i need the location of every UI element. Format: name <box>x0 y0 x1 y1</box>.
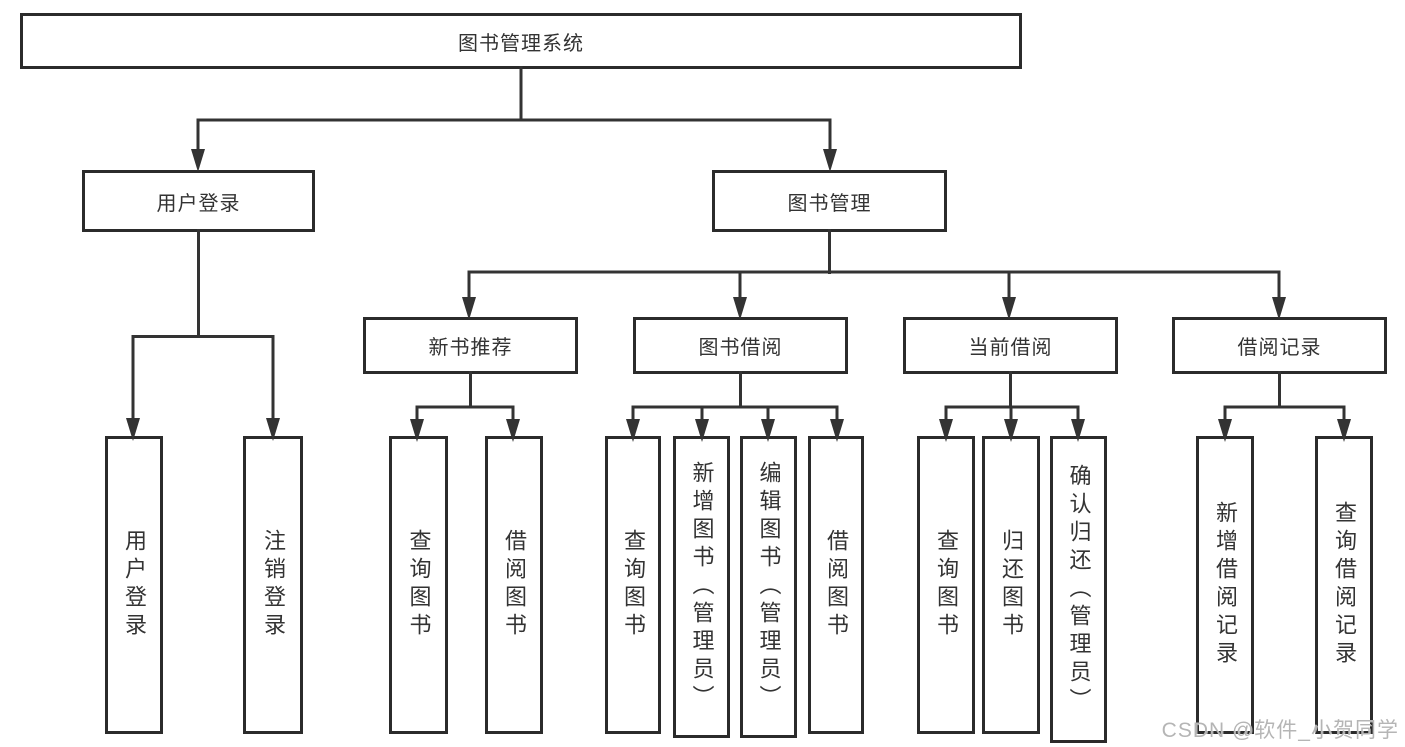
leaf-logout-label: 注销登录 <box>261 529 286 641</box>
node-root-label: 图书管理系统 <box>458 32 584 55</box>
node-user-login-label: 用户登录 <box>156 192 241 215</box>
leaf-query-books-recommend: 查询图书 <box>389 436 448 734</box>
leaf-confirm-return-admin: 确认归还（管理员） <box>1050 436 1107 743</box>
leaf-query-books-borrowing-label: 查询图书 <box>621 529 646 641</box>
arrow-down-icon <box>823 149 837 172</box>
leaf-logout: 注销登录 <box>243 436 303 734</box>
leaf-edit-books-admin-label: 编辑图书（管理员） <box>756 461 782 713</box>
leaf-borrow-books-recommend-label: 借阅图书 <box>502 529 527 641</box>
leaf-confirm-return-admin-label: 确认归还（管理员） <box>1066 463 1092 716</box>
node-new-book-recommend-label: 新书推荐 <box>428 337 513 359</box>
leaf-query-borrow-record-label: 查询借阅记录 <box>1332 501 1357 669</box>
leaf-query-books-current: 查询图书 <box>917 436 975 734</box>
leaf-query-borrow-record: 查询借阅记录 <box>1315 436 1373 734</box>
arrow-down-icon <box>191 149 205 172</box>
node-book-management-label: 图书管理 <box>787 192 872 215</box>
leaf-query-books-borrowing: 查询图书 <box>605 436 661 734</box>
node-user-login: 用户登录 <box>82 170 315 232</box>
node-root: 图书管理系统 <box>20 13 1022 69</box>
node-current-borrowing: 当前借阅 <box>903 317 1118 374</box>
node-new-book-recommend: 新书推荐 <box>363 317 578 374</box>
node-book-borrowing-label: 图书借阅 <box>698 337 783 359</box>
leaf-user-login-label: 用户登录 <box>122 529 147 641</box>
leaf-borrow-books-recommend: 借阅图书 <box>485 436 543 734</box>
leaf-add-borrow-record: 新增借阅记录 <box>1196 436 1254 734</box>
node-borrowing-records: 借阅记录 <box>1172 317 1387 374</box>
leaf-return-books-label: 归还图书 <box>999 529 1024 641</box>
node-borrowing-records-label: 借阅记录 <box>1237 337 1322 359</box>
leaf-query-books-recommend-label: 查询图书 <box>406 529 432 641</box>
leaf-user-login: 用户登录 <box>105 436 163 734</box>
node-book-borrowing: 图书借阅 <box>633 317 848 374</box>
leaf-add-books-admin-label: 新增图书（管理员） <box>689 461 715 713</box>
leaf-add-borrow-record-label: 新增借阅记录 <box>1213 501 1238 669</box>
leaf-query-books-current-label: 查询图书 <box>934 529 959 641</box>
node-book-management: 图书管理 <box>712 170 947 232</box>
leaf-borrow-books-borrowing-label: 借阅图书 <box>824 529 849 641</box>
leaf-borrow-books-borrowing: 借阅图书 <box>808 436 864 734</box>
leaf-edit-books-admin: 编辑图书（管理员） <box>740 436 797 738</box>
leaf-return-books: 归还图书 <box>982 436 1040 734</box>
node-current-borrowing-label: 当前借阅 <box>968 337 1053 359</box>
csdn-watermark: CSDN @软件_小贺同学 <box>1161 719 1399 742</box>
leaf-add-books-admin: 新增图书（管理员） <box>673 436 730 738</box>
